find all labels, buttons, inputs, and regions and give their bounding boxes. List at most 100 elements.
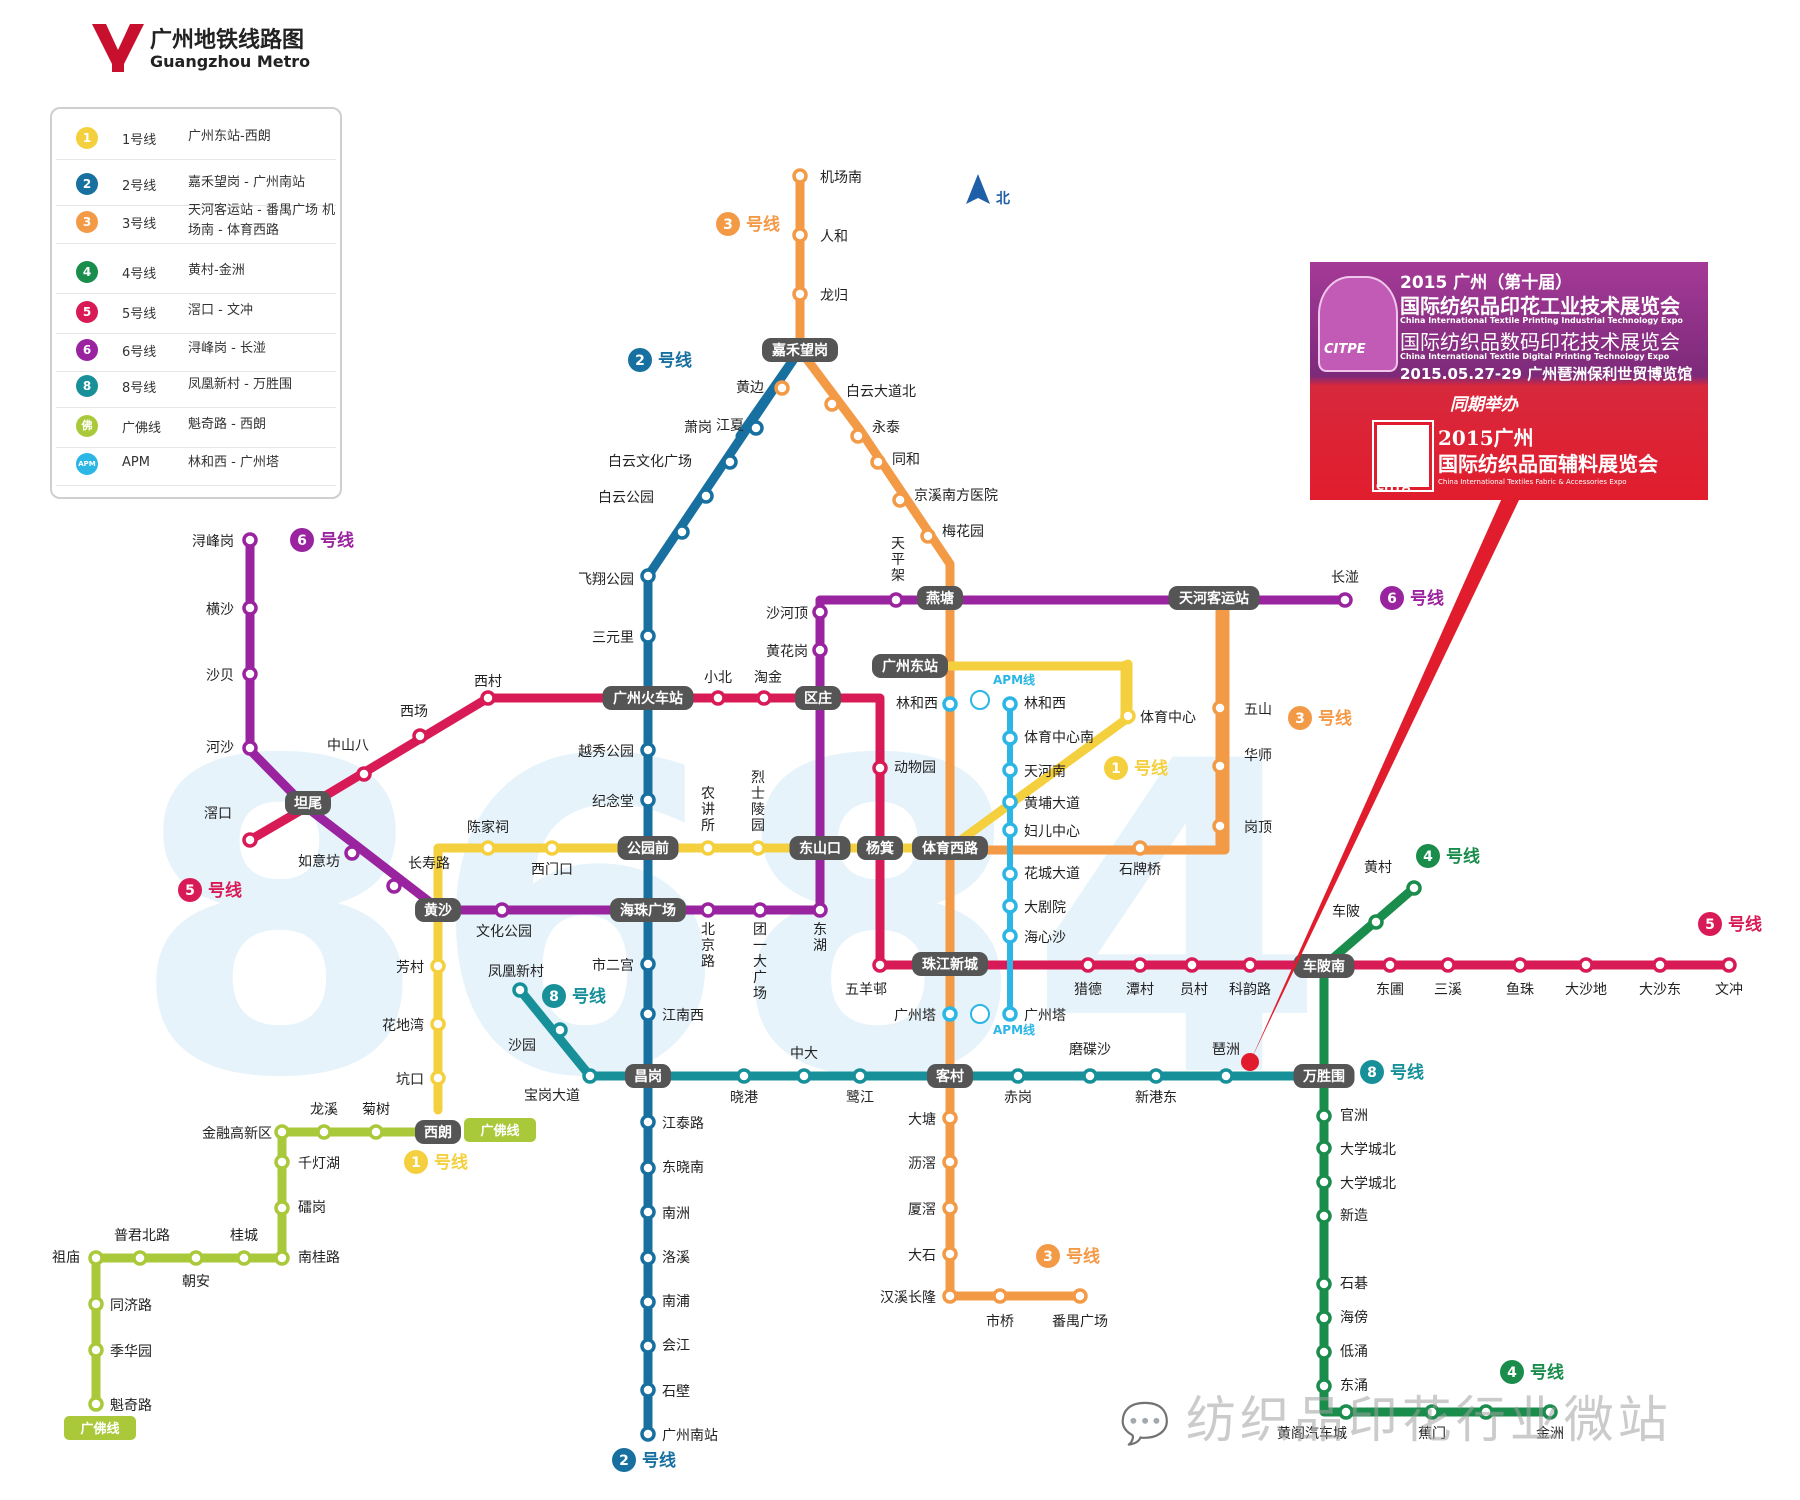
station-marker [1004, 930, 1016, 942]
station-marker [794, 170, 806, 182]
interchange-label: 嘉禾望岗 [771, 342, 828, 359]
station-marker [702, 904, 714, 916]
line-tag-number: 3 [1043, 1249, 1053, 1265]
station-label: 科韵路 [1229, 982, 1271, 998]
apm-transfer-icon [971, 1005, 989, 1023]
station-marker [90, 1298, 102, 1310]
station-label: 长湴 [1331, 570, 1359, 586]
station-label: 烈士陵园 [751, 770, 765, 834]
station-label: 会江 [662, 1338, 690, 1354]
station-label: 桂城 [230, 1228, 258, 1244]
line-tag-text: 号线 [1410, 588, 1444, 609]
station-marker [1318, 1176, 1330, 1188]
station-marker [1214, 760, 1226, 772]
station-marker [1082, 959, 1094, 971]
line-tag-number: 3 [723, 217, 733, 233]
station-label: 动物园 [894, 760, 936, 776]
line-tag-number: 1 [411, 1155, 421, 1171]
station-label: 鱼珠 [1506, 981, 1534, 998]
station-marker [738, 1070, 750, 1082]
station-marker [642, 1116, 654, 1128]
station-label: 沥滘 [908, 1156, 936, 1172]
station-label: 滘口 [204, 806, 232, 822]
station-label: 同和 [892, 452, 920, 468]
wechat-icon: 💬 [1120, 1400, 1174, 1447]
line-tag-number: 1 [1111, 761, 1121, 777]
station-marker [1004, 824, 1016, 836]
watermark-text: 纺织品印花行业微站 [1186, 1391, 1672, 1449]
interchange-label: 坦尾 [294, 796, 322, 812]
station-label: 宝岗大道 [524, 1088, 580, 1104]
station-label: 河沙 [206, 740, 234, 756]
citpe-logo-text: CITPE [1324, 342, 1366, 357]
station-marker [642, 1428, 654, 1440]
station-label: 祖庙 [52, 1250, 80, 1266]
station-label: 黄村 [1364, 859, 1392, 876]
station-marker [700, 490, 712, 502]
station-label: 菊树 [362, 1102, 390, 1118]
station-label: 沙贝 [206, 668, 234, 684]
station-label: 大沙地 [1565, 982, 1607, 998]
line-box-tag-text: 广佛线 [480, 1123, 519, 1139]
station-marker [752, 842, 764, 854]
station-marker [276, 1156, 288, 1168]
station-marker [134, 1252, 146, 1264]
station-label: 江夏 [716, 418, 744, 434]
station-label: 中大 [790, 1046, 818, 1062]
station-marker [1004, 900, 1016, 912]
station-marker [944, 1248, 956, 1260]
station-marker [1723, 959, 1735, 971]
station-marker [1318, 1210, 1330, 1222]
station-label: 五羊邨 [845, 982, 887, 998]
station-label: 石牌桥 [1119, 861, 1161, 878]
station-label: 纪念堂 [592, 793, 634, 810]
interchange-label: 杨箕 [866, 840, 894, 857]
station-label: 晓港 [730, 1090, 758, 1106]
interchange-label: 万胜围 [1302, 1069, 1345, 1085]
interchange-label: 车陂南 [1303, 958, 1345, 975]
north-label: 北 [996, 188, 1010, 208]
station-marker [874, 762, 886, 774]
ad-line-7: 同期举办 [1450, 390, 1518, 415]
station-marker [388, 880, 400, 892]
station-marker [758, 692, 770, 704]
station-marker [894, 494, 906, 506]
station-label: 华师 [1244, 748, 1272, 764]
station-label: 京溪南方医院 [914, 488, 998, 504]
station-label: 黄边 [736, 379, 764, 396]
station-label: 林和西 [896, 696, 938, 712]
station-label: 文化公园 [476, 924, 532, 940]
station-label: 岗顶 [1244, 820, 1272, 836]
station-label: 天河南 [1024, 764, 1066, 780]
station-label: 长寿路 [408, 855, 450, 872]
expo-advertisement[interactable]: CITPE 2015 广州（第十届） 国际纺织品印花工业技术展览会 China … [1310, 262, 1708, 500]
station-label: 天平架 [891, 536, 905, 584]
station-label: 江泰路 [662, 1116, 704, 1132]
station-label: 梅花园 [942, 524, 984, 540]
station-label: 西村 [474, 674, 502, 690]
station-marker [1004, 732, 1016, 744]
station-marker [794, 288, 806, 300]
line-tag-text: 号线 [642, 1450, 676, 1471]
station-marker [750, 422, 762, 434]
station-label: 官洲 [1340, 1108, 1368, 1124]
station-marker [482, 842, 494, 854]
station-marker [432, 1072, 444, 1084]
station-label: 中山八 [327, 738, 369, 754]
line-tag-number: 8 [549, 989, 559, 1005]
station-marker [1514, 959, 1526, 971]
ad-line-2: 国际纺织品印花工业技术展览会 [1400, 290, 1680, 319]
station-label: 潭村 [1126, 981, 1154, 998]
station-label: 芳村 [396, 959, 424, 976]
station-marker [642, 1340, 654, 1352]
station-label: 海心沙 [1024, 930, 1066, 946]
citpe-logo-badge [1318, 276, 1398, 372]
station-marker [852, 430, 864, 442]
interchange-label: 昌岗 [634, 1068, 662, 1085]
station-label: 机场南 [820, 170, 862, 186]
station-label: 浔峰岗 [192, 534, 234, 550]
station-label: 海傍 [1340, 1309, 1368, 1326]
line-box-tag-text: 广佛线 [80, 1421, 119, 1437]
station-marker [482, 692, 494, 704]
interchange-label: 公园前 [627, 840, 669, 857]
